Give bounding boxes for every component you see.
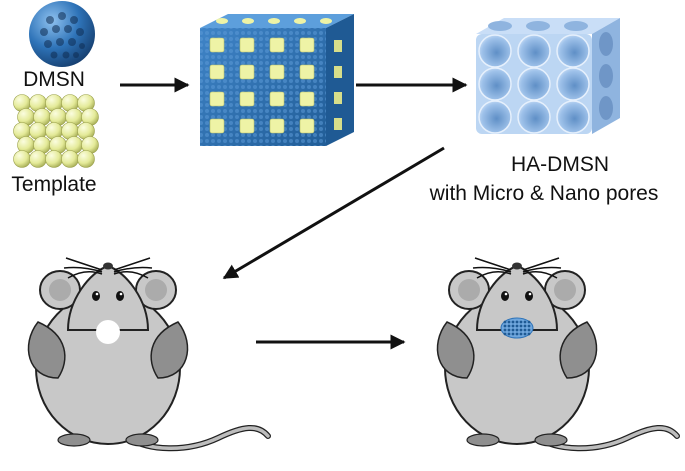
template-bead-in-matrix bbox=[269, 118, 285, 134]
template-bead-top bbox=[320, 18, 332, 24]
template-bead-in-matrix bbox=[269, 91, 285, 107]
template-bead-in-matrix bbox=[299, 64, 315, 80]
scaffold-pore bbox=[478, 67, 512, 101]
template-label: Template bbox=[11, 173, 96, 196]
template-bead-side bbox=[334, 40, 342, 52]
scaffold-pore-top bbox=[526, 21, 550, 31]
dmsn-label: DMSN bbox=[23, 68, 85, 91]
ha-dmsn-title: HA-DMSN bbox=[511, 153, 609, 176]
template-bead bbox=[45, 150, 63, 168]
scaffold-pore bbox=[478, 34, 512, 68]
template-bead-in-matrix bbox=[209, 118, 225, 134]
template-bead-in-matrix bbox=[269, 37, 285, 53]
template-bead-in-matrix bbox=[239, 91, 255, 107]
template-bead-top bbox=[216, 18, 228, 24]
template-bead-top bbox=[242, 18, 254, 24]
template-bead-side bbox=[334, 66, 342, 78]
template-bead-in-matrix bbox=[299, 118, 315, 134]
template-bead-in-matrix bbox=[299, 37, 315, 53]
template-bead-in-matrix bbox=[209, 37, 225, 53]
template-bead bbox=[13, 150, 31, 168]
template-bead-in-matrix bbox=[299, 91, 315, 107]
scaffold-pore bbox=[517, 100, 551, 134]
template-bead-in-matrix bbox=[239, 64, 255, 80]
scaffold-pore-side bbox=[599, 64, 613, 88]
template-bead-side bbox=[334, 118, 342, 130]
template-bead bbox=[61, 150, 79, 168]
template-bead-in-matrix bbox=[239, 118, 255, 134]
dmsn-sphere-icon bbox=[29, 1, 95, 67]
defect-site bbox=[96, 320, 120, 344]
scaffold-pore bbox=[517, 34, 551, 68]
scaffold-pore-side bbox=[599, 96, 613, 120]
scaffold-pore-side bbox=[599, 32, 613, 56]
scaffold-pore-top bbox=[564, 21, 588, 31]
template-bead-stack-icon bbox=[13, 94, 99, 168]
arrow-to-mouse bbox=[222, 146, 445, 280]
template-bead-top bbox=[294, 18, 306, 24]
composite-cube-icon bbox=[200, 14, 354, 146]
scaffold-pore bbox=[556, 67, 590, 101]
template-bead bbox=[77, 150, 95, 168]
ha-dmsn-subtitle: with Micro & Nano pores bbox=[429, 182, 659, 205]
scaffold-pore bbox=[556, 34, 590, 68]
scaffold-pore-top bbox=[488, 21, 512, 31]
scaffold-pore bbox=[556, 100, 590, 134]
scaffold-pore bbox=[478, 100, 512, 134]
template-bead-in-matrix bbox=[209, 91, 225, 107]
template-bead-in-matrix bbox=[269, 64, 285, 80]
mouse-with-defect bbox=[27, 257, 271, 452]
template-bead-top bbox=[268, 18, 280, 24]
mouse-with-implant bbox=[436, 257, 680, 452]
template-bead-in-matrix bbox=[209, 64, 225, 80]
scaffold-implant-icon bbox=[500, 317, 534, 339]
template-bead bbox=[29, 150, 47, 168]
template-bead-side bbox=[334, 92, 342, 104]
template-bead-in-matrix bbox=[239, 37, 255, 53]
scaffold-pore bbox=[517, 67, 551, 101]
porous-scaffold-cube-icon bbox=[476, 18, 620, 134]
